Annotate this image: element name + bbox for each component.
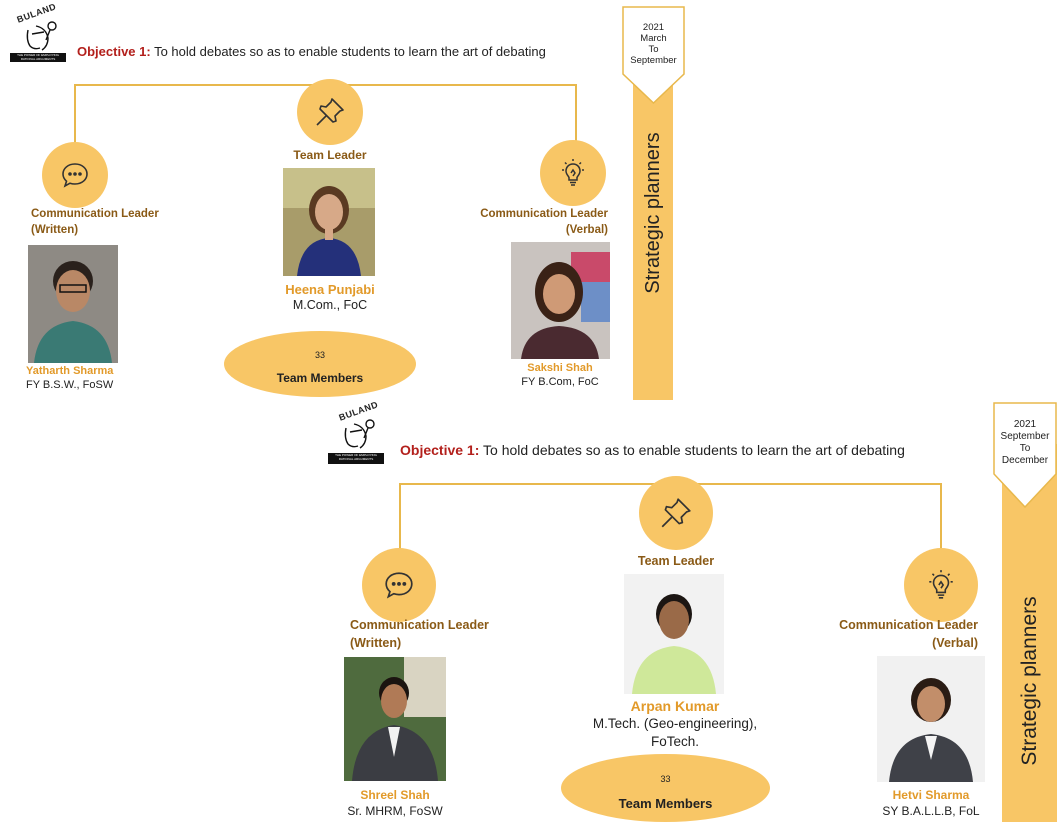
verbal-leader-detail: SY B.A.L.L.B, FoL	[882, 804, 980, 818]
objective-label: Objective 1:	[77, 44, 151, 59]
period-to: To	[648, 44, 659, 55]
verbal-leader-role-line1: Communication Leader	[480, 208, 608, 220]
period-from: September	[1000, 431, 1050, 442]
team-leader-role: Team Leader	[637, 554, 715, 568]
written-leader-name: Yatharth Sharma	[26, 365, 114, 377]
team-leader-role: Team Leader	[293, 148, 367, 162]
push-pin-icon	[316, 98, 344, 126]
period-from: March	[640, 33, 667, 44]
push-pin-icon	[661, 498, 691, 528]
verbal-leader-photo	[511, 242, 610, 359]
written-leader-detail: Sr. MHRM, FoSW	[347, 804, 443, 818]
org-chart-panel-2: BULAND THE POWER OF EMPLOYING RATIONAL A…	[0, 399, 1057, 822]
written-leader-icon-circle	[362, 548, 436, 622]
strategic-planners-strip: Strategic planners	[1002, 444, 1057, 822]
buland-logo: BULAND THE POWER OF EMPLOYING RATIONAL A…	[326, 399, 386, 466]
verbal-leader-name: Sakshi Shah	[527, 362, 593, 374]
team-leader-icon-circle	[297, 79, 363, 145]
team-members-count: 33	[660, 774, 671, 784]
connector-left	[399, 483, 401, 556]
team-members-label: Team Members	[618, 796, 713, 811]
strategic-planners-strip: Strategic planners	[633, 58, 673, 400]
speech-bubble-icon	[385, 572, 413, 599]
written-leader-role-line2: (Written)	[31, 224, 79, 236]
light-bulb-icon	[929, 570, 953, 599]
logo-tagline: THE POWER OF EMPLOYING RATIONAL ARGUMENT…	[17, 53, 59, 61]
written-leader-role-line2: (Written)	[350, 636, 402, 650]
team-members-count: 33	[314, 350, 325, 360]
team-leader-photo	[624, 574, 724, 694]
period-to: To	[1019, 443, 1031, 454]
verbal-leader-role-line2: (Verbal)	[565, 224, 608, 236]
team-leader-detail-line2: FoTech.	[650, 734, 700, 749]
written-leader-role-line1: Communication Leader	[350, 618, 489, 632]
strategic-planners-title: Strategic planners	[1018, 596, 1041, 766]
verbal-leader-role-line2: (Verbal)	[932, 636, 978, 650]
period-year: 2021	[1013, 419, 1037, 430]
org-chart-panel-1: BULAND THE POWER OF EMPLOYING RATIONAL A…	[0, 0, 1057, 400]
written-leader-photo	[344, 657, 446, 781]
light-bulb-icon	[562, 159, 584, 186]
team-leader-photo	[283, 168, 375, 276]
team-leader-detail-line1: M.Tech. (Geo-engineering),	[592, 716, 758, 731]
team-leader-name: Heena Punjabi	[285, 282, 375, 297]
objective-text: To hold debates so as to enable students…	[154, 44, 546, 59]
verbal-leader-photo	[877, 656, 985, 782]
strategic-planners-title: Strategic planners	[642, 132, 664, 294]
verbal-leader-name: Hetvi Sharma	[892, 788, 970, 802]
period-tag: 2021 September To December	[993, 402, 1057, 508]
team-leader-icon-circle	[639, 476, 713, 550]
team-members-label: Team Members	[276, 371, 364, 385]
objective-label: Objective 1:	[400, 442, 480, 458]
connector-left	[74, 84, 76, 144]
objective-heading: Objective 1: To hold debates so as to en…	[400, 442, 905, 458]
connector-right	[940, 483, 942, 556]
team-members-oval: 33 Team Members	[224, 331, 416, 397]
written-leader-icon-circle	[42, 142, 108, 208]
verbal-leader-detail: FY B.Com, FoC	[521, 376, 599, 388]
team-leader-detail: M.Com., FoC	[292, 298, 368, 312]
team-members-oval: 33 Team Members	[561, 754, 770, 822]
buland-logo: BULAND THE POWER OF EMPLOYING RATIONAL A…	[6, 1, 68, 64]
connector-right	[575, 84, 577, 142]
written-leader-photo	[28, 245, 118, 363]
speech-bubble-icon	[62, 163, 88, 188]
objective-heading: Objective 1: To hold debates so as to en…	[77, 44, 546, 59]
written-leader-role-line1: Communication Leader	[31, 208, 159, 220]
logo-tagline: THE POWER OF EMPLOYING RATIONAL ARGUMENT…	[335, 453, 377, 461]
period-tag: 2021 March To September	[622, 6, 685, 104]
period-year: 2021	[642, 22, 665, 33]
verbal-leader-icon-circle	[904, 548, 978, 622]
written-leader-name: Shreel Shah	[360, 788, 430, 802]
period-until: September	[630, 55, 677, 66]
objective-text: To hold debates so as to enable students…	[483, 442, 905, 458]
verbal-leader-role-line1: Communication Leader	[839, 618, 978, 632]
verbal-leader-icon-circle	[540, 140, 606, 206]
period-until: December	[1001, 455, 1049, 466]
team-leader-name: Arpan Kumar	[630, 698, 720, 714]
written-leader-detail: FY B.S.W., FoSW	[26, 379, 114, 391]
